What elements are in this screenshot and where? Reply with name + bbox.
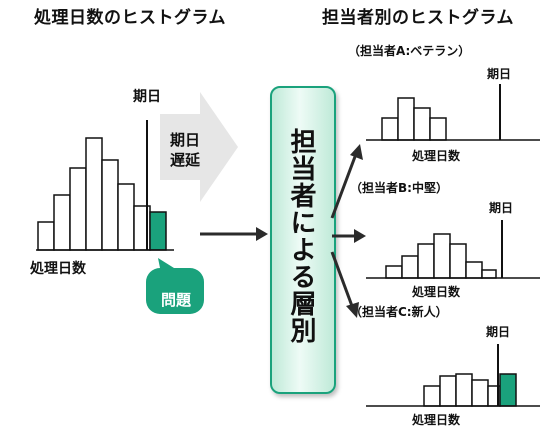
left-bar-5 [101, 159, 119, 251]
problem-callout [146, 258, 204, 314]
stratify-label: 担当者による層別 [286, 128, 316, 344]
left-bar-4 [85, 137, 103, 251]
group-b-bar-4 [433, 233, 451, 279]
arrow-to-stratify [200, 227, 268, 241]
group-c-bar-3 [455, 373, 473, 407]
left-bar-3 [69, 167, 87, 251]
problem-callout-shape [146, 258, 204, 314]
arrow-to-stratify-head [256, 227, 268, 241]
group-b-bar-5 [449, 243, 467, 279]
branch-arrow-a-line [330, 153, 358, 219]
left-deadline-label: 期日 [133, 89, 161, 105]
branch-arrow-a-head [350, 144, 363, 160]
group-a-label: （担当者A:ベテラン） [348, 44, 471, 58]
delay-arrow [160, 92, 238, 202]
group-b-days-label: 処理日数 [412, 285, 461, 299]
problem-label: 問題 [161, 291, 192, 309]
left-days-label: 処理日数 [30, 261, 86, 277]
group-c-histogram [366, 344, 540, 407]
delay-label: 期日 遅延 [170, 131, 201, 169]
group-b-bar-2 [401, 255, 419, 279]
left-bar-1 [37, 221, 55, 251]
group-c-bar-late [499, 373, 517, 407]
group-a-bar-3 [413, 107, 431, 141]
left-bar-6 [117, 183, 135, 251]
group-b-bar-7 [481, 269, 497, 279]
left-bar-2 [53, 194, 71, 251]
group-a-bar-2 [397, 97, 415, 141]
group-c-bar-2 [439, 375, 457, 407]
left-histogram [36, 120, 174, 251]
branch-arrows [330, 144, 366, 318]
stratify-box [270, 86, 336, 394]
delay-arrow-shape [160, 92, 238, 202]
group-b-histogram [366, 220, 540, 279]
group-c-label: （担当者C:新人） [350, 305, 448, 319]
group-b-label: （担当者B:中堅） [350, 181, 448, 195]
branch-arrow-b-head [354, 229, 366, 243]
right-title: 担当者別のヒストグラム [322, 8, 514, 28]
group-c-bar-4 [471, 379, 489, 407]
group-b-bar-3 [417, 243, 435, 279]
group-a-bar-1 [381, 117, 399, 141]
group-c-bar-1 [423, 385, 441, 407]
group-a-deadline-label: 期日 [487, 67, 512, 81]
left-bar-late [149, 211, 167, 251]
group-a-bar-4 [429, 117, 447, 141]
group-c-deadline-label: 期日 [486, 325, 511, 339]
group-c-days-label: 処理日数 [412, 413, 461, 427]
group-a-days-label: 処理日数 [412, 149, 461, 163]
branch-arrow-c-head [346, 302, 359, 318]
group-b-bar-6 [465, 261, 483, 279]
group-b-bar-1 [385, 265, 403, 279]
group-b-deadline-label: 期日 [489, 201, 514, 215]
branch-arrow-c-line [330, 251, 354, 307]
left-title: 処理日数のヒストグラム [34, 8, 226, 28]
group-a-histogram [366, 84, 540, 141]
